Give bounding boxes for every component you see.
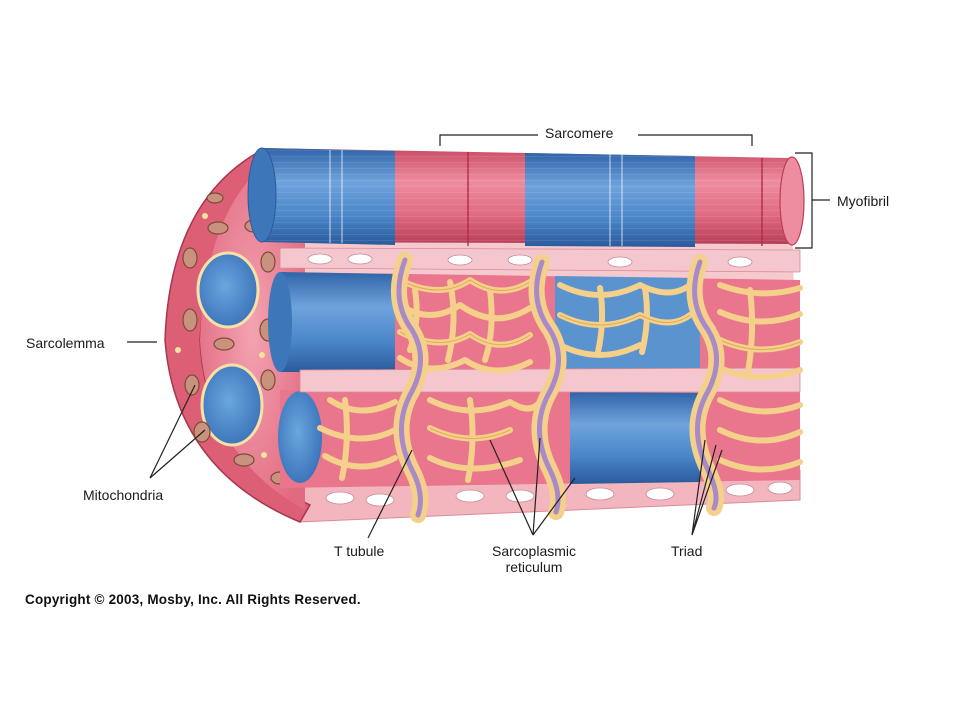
mitochondria-leader xyxy=(149,384,206,479)
label-sr-line2: reticulum xyxy=(505,559,563,575)
myofibril-top xyxy=(247,147,805,247)
sarcomere-bracket xyxy=(439,134,753,146)
label-myofibril: Myofibril xyxy=(837,193,890,209)
t-tubule-leader xyxy=(367,449,413,539)
copyright-notice: Copyright © 2003, Mosby, Inc. All Rights… xyxy=(25,592,361,607)
myofibril-end-2 xyxy=(200,363,264,447)
triad-leader xyxy=(691,439,723,536)
label-sr-line1: Sarcoplasmic xyxy=(491,543,577,559)
label-t-tubule: T tubule xyxy=(334,543,385,559)
label-sarcomere: Sarcomere xyxy=(545,125,614,141)
label-sarcolemma: Sarcolemma xyxy=(26,335,105,351)
label-sarcoplasmic-reticulum: Sarcoplasmic reticulum xyxy=(484,543,584,575)
t-tubules xyxy=(390,252,725,523)
myofibril-end-1 xyxy=(196,251,260,329)
leader-lines xyxy=(127,134,830,539)
sr-leader xyxy=(489,437,576,536)
mitochondria-cluster xyxy=(182,192,290,485)
label-mitochondria: Mitochondria xyxy=(83,487,164,503)
myofibril-bracket xyxy=(795,152,830,249)
label-triad: Triad xyxy=(671,543,703,559)
